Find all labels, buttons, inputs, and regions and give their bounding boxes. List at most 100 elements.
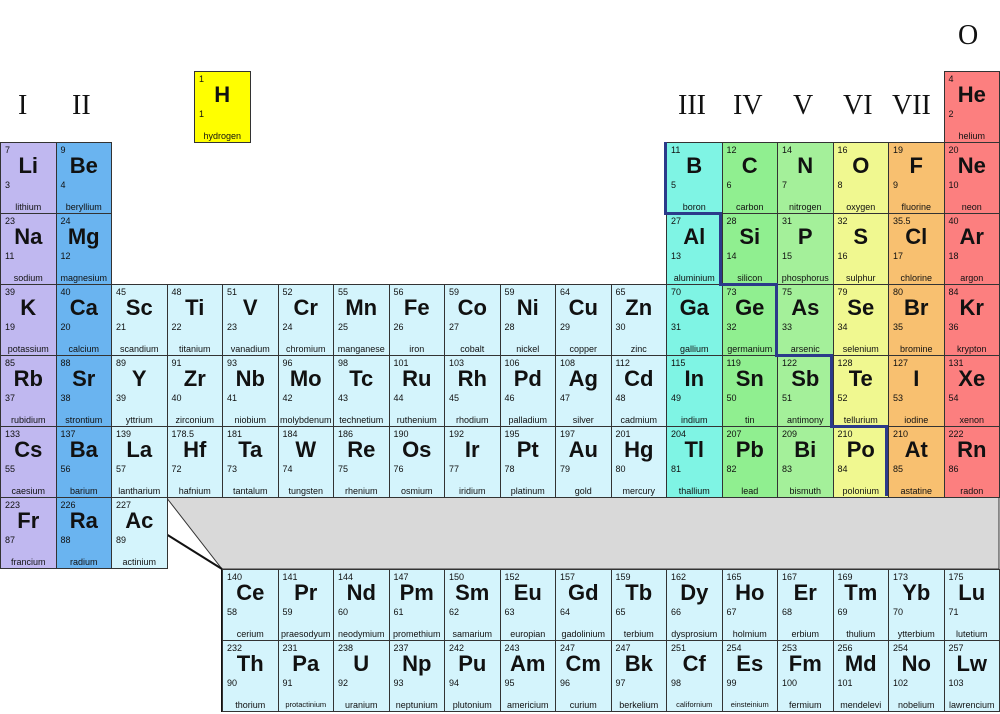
atomic-number: 74 [282, 464, 293, 474]
atomic-mass: 20 [948, 145, 959, 155]
atomic-mass: 227 [116, 500, 132, 510]
element-name: ruthenium [396, 415, 437, 425]
element-name: germanium [727, 344, 773, 354]
element-symbol: Sn [735, 366, 764, 391]
element-name: hafnium [178, 486, 211, 496]
element-name: beryllium [65, 202, 102, 212]
atomic-number: 22 [171, 322, 182, 332]
element-symbol: Dy [680, 580, 709, 605]
element-name: astatine [900, 486, 933, 496]
atomic-mass: 157 [560, 572, 576, 582]
atomic-number: 77 [449, 464, 460, 474]
element-symbol: Ti [185, 295, 205, 320]
element-symbol: B [686, 153, 703, 178]
atomic-number: 99 [726, 678, 737, 688]
element-symbol: Pm [399, 580, 434, 605]
element-name: platinum [510, 486, 545, 496]
element-symbol: N [797, 153, 814, 178]
element-name: barium [69, 486, 98, 496]
atomic-number: 86 [948, 464, 959, 474]
element-symbol: Os [402, 437, 432, 462]
atomic-mass: 257 [948, 643, 964, 653]
metalloid-border [830, 425, 886, 428]
element-name: tin [744, 415, 755, 425]
atomic-mass: 89 [116, 358, 127, 368]
atomic-mass: 115 [671, 358, 686, 368]
atomic-mass: 85 [5, 358, 16, 368]
element-symbol: Pu [458, 651, 487, 676]
element-symbol: Es [736, 651, 764, 676]
atomic-number: 66 [671, 607, 682, 617]
element-name: thallium [678, 486, 710, 496]
atomic-number: 88 [60, 535, 71, 545]
element-name: bismuth [789, 486, 821, 496]
element-symbol: Re [347, 437, 376, 462]
atomic-number: 21 [116, 322, 127, 332]
atomic-number: 39 [116, 393, 127, 403]
element-name: rhodium [455, 415, 489, 425]
atomic-mass: 101 [393, 358, 409, 368]
atomic-number: 35 [893, 322, 904, 332]
atomic-number: 85 [893, 464, 904, 474]
atomic-number: 65 [615, 607, 626, 617]
atomic-number: 64 [560, 607, 571, 617]
atomic-mass: 7 [5, 145, 11, 155]
element-symbol: Xe [958, 366, 986, 391]
element-symbol: Ne [957, 153, 986, 178]
atomic-number: 26 [393, 322, 404, 332]
atomic-mass: 209 [782, 429, 798, 439]
element-symbol: Zr [183, 366, 206, 391]
atomic-number: 7 [782, 180, 788, 190]
atomic-number: 83 [782, 464, 793, 474]
element-name: magnesium [60, 273, 108, 283]
element-symbol: Ba [69, 437, 98, 462]
element-name: promethium [392, 629, 441, 639]
element-symbol: Lw [956, 651, 988, 676]
element-symbol: Te [848, 366, 873, 391]
atomic-number: 96 [560, 678, 571, 688]
element-name: xenon [959, 415, 985, 425]
element-symbol: Ra [69, 508, 98, 533]
element-symbol: S [853, 224, 869, 249]
element-name: fermium [788, 700, 822, 710]
element-name: boron [682, 202, 706, 212]
element-symbol: Pr [294, 580, 318, 605]
atomic-number: 23 [227, 322, 238, 332]
element-symbol: O [852, 153, 870, 178]
atomic-number: 44 [393, 393, 404, 403]
element-name: curium [569, 700, 597, 710]
element-name: samarium [452, 629, 492, 639]
atomic-mass: 254 [893, 643, 909, 653]
group-label: VI [843, 90, 873, 121]
element-name: sulphur [845, 273, 876, 283]
atomic-number: 68 [782, 607, 793, 617]
atomic-mass: 108 [560, 358, 576, 368]
atomic-number: 76 [393, 464, 404, 474]
atomic-number: 1 [199, 109, 205, 119]
atomic-mass: 98 [338, 358, 349, 368]
element-name: iodine [904, 415, 929, 425]
element-name: rhenium [344, 486, 378, 496]
atomic-mass: 243 [504, 643, 520, 653]
element-name: selenium [842, 344, 879, 354]
